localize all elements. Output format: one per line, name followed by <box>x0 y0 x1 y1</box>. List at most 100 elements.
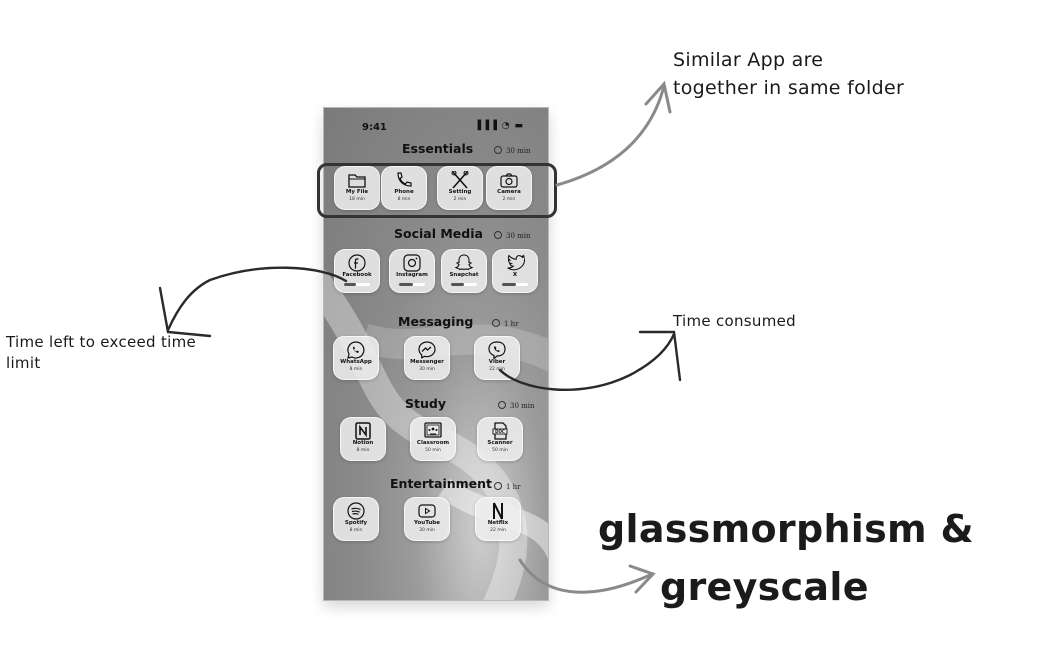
clock-icon <box>494 146 502 154</box>
status-icons: ▐▐▐ ◔ ▬ <box>474 121 524 131</box>
section-title-essentials: Essentials <box>402 141 474 156</box>
app-time-used: 2 min <box>453 197 467 202</box>
app-spotify[interactable]: Spotify 8 min <box>333 497 379 541</box>
app-whatsapp[interactable]: WhatsApp 8 min <box>333 336 379 380</box>
app-phone[interactable]: Phone 8 min <box>381 166 427 210</box>
app-facebook[interactable]: Facebook <box>334 249 380 293</box>
whatsapp-icon <box>347 341 365 359</box>
arrow-to-folder-note <box>555 80 672 187</box>
app-setting[interactable]: Setting 2 min <box>437 166 483 210</box>
app-time-used: 30 min <box>419 528 435 533</box>
app-label: Spotify <box>344 520 368 526</box>
app-label: Scanner <box>487 440 513 446</box>
app-netflix[interactable]: Netflix 22 min <box>475 497 521 541</box>
app-label: YouTube <box>414 520 440 526</box>
app-scanner[interactable]: DOC Scanner 50 min <box>477 417 523 461</box>
app-camera[interactable]: Camera 2 min <box>486 166 532 210</box>
app-classroom[interactable]: Classroom 50 min <box>410 417 456 461</box>
time-left-fill <box>344 283 356 286</box>
app-instagram[interactable]: Instagram <box>389 249 435 293</box>
app-messenger[interactable]: Messenger 30 min <box>404 336 450 380</box>
classroom-icon <box>424 422 442 438</box>
status-bar: 9:41 ▐▐▐ ◔ ▬ <box>324 108 548 144</box>
messenger-icon <box>418 341 436 359</box>
app-time-used: 8 min <box>349 528 363 533</box>
folder-annotation-line1: Similar App are <box>673 49 824 71</box>
time-left-fill <box>399 283 414 286</box>
style-annotation-line2: greyscale <box>660 565 869 609</box>
section-title-study: Study <box>405 396 446 411</box>
time-left-annotation-line2: limit <box>6 354 41 372</box>
clock-icon <box>494 231 502 239</box>
section-limit-essentials: 30 min <box>494 146 531 155</box>
doc-scanner-icon: DOC <box>492 422 508 440</box>
app-label: X <box>512 272 518 278</box>
app-snapchat[interactable]: Snapchat <box>441 249 487 293</box>
time-left-bar <box>451 283 477 286</box>
app-x[interactable]: X <box>492 249 538 293</box>
folder-icon <box>348 174 366 188</box>
spotify-icon <box>347 502 365 520</box>
section-title-social-media: Social Media <box>394 226 483 241</box>
status-time: 9:41 <box>362 122 387 133</box>
time-left-annotation: Time left to exceed time limit <box>6 332 196 374</box>
clock-icon <box>492 319 500 327</box>
section-limit-social-media: 30 min <box>494 231 531 240</box>
time-left-bar <box>502 283 528 286</box>
folder-highlight-box <box>317 163 557 218</box>
app-viber[interactable]: Viber 22 min <box>474 336 520 380</box>
app-youtube[interactable]: YouTube 30 min <box>404 497 450 541</box>
app-time-used: 8 min <box>397 197 411 202</box>
app-time-used: 8 min <box>356 448 370 453</box>
app-time-used: 50 min <box>492 448 508 453</box>
style-annotation: glassmorphism & greyscale <box>598 500 974 616</box>
youtube-icon <box>418 504 436 518</box>
app-label: Notion <box>352 440 374 446</box>
snapchat-icon <box>454 254 474 271</box>
viber-icon <box>488 341 506 359</box>
app-my-file[interactable]: My File 18 min <box>334 166 380 210</box>
clock-icon <box>494 482 502 490</box>
camera-icon <box>500 173 518 188</box>
app-label: Classroom <box>416 440 450 446</box>
time-left-fill <box>502 283 517 286</box>
app-time-used: 22 min <box>489 367 505 372</box>
notion-icon <box>355 422 371 440</box>
twitter-bird-icon <box>507 254 525 271</box>
app-label: Camera <box>497 189 521 195</box>
settings-tools-icon <box>451 171 469 189</box>
app-label: Phone <box>394 189 414 195</box>
app-label: Snapchat <box>449 272 479 278</box>
section-title-messaging: Messaging <box>398 314 474 329</box>
arrow-to-time-left <box>158 266 348 338</box>
section-title-entertainment: Entertainment <box>390 476 493 491</box>
app-time-used: 2 min <box>502 197 516 202</box>
app-label: Setting <box>448 189 472 195</box>
netflix-icon <box>493 502 503 520</box>
app-label: Netflix <box>487 520 509 526</box>
clock-icon <box>498 401 506 409</box>
section-limit-study: 30 min <box>498 401 535 410</box>
app-label: Messenger <box>410 359 444 365</box>
app-label: Instagram <box>396 272 428 278</box>
time-left-bar <box>344 283 370 286</box>
time-left-annotation-line1: Time left to exceed time <box>6 333 197 351</box>
time-left-bar <box>399 283 425 286</box>
phone-icon <box>397 172 412 187</box>
app-label: Viber <box>488 359 506 365</box>
app-time-used: 22 min <box>490 528 506 533</box>
time-left-fill <box>451 283 464 286</box>
folder-annotation-line2: together in same folder <box>673 77 905 99</box>
app-label: WhatsApp <box>340 359 372 365</box>
app-notion[interactable]: Notion 8 min <box>340 417 386 461</box>
section-limit-entertainment: 1 hr <box>494 482 521 491</box>
facebook-icon <box>348 254 366 272</box>
instagram-icon <box>403 254 421 272</box>
app-time-used: 8 min <box>349 367 363 372</box>
app-time-used: 50 min <box>425 448 441 453</box>
time-consumed-annotation: Time consumed <box>673 312 796 330</box>
style-annotation-line1: glassmorphism & <box>598 507 974 551</box>
folder-annotation: Similar App are together in same folder <box>673 46 904 102</box>
app-time-used: 18 min <box>349 197 365 202</box>
app-label: My File <box>345 189 369 195</box>
